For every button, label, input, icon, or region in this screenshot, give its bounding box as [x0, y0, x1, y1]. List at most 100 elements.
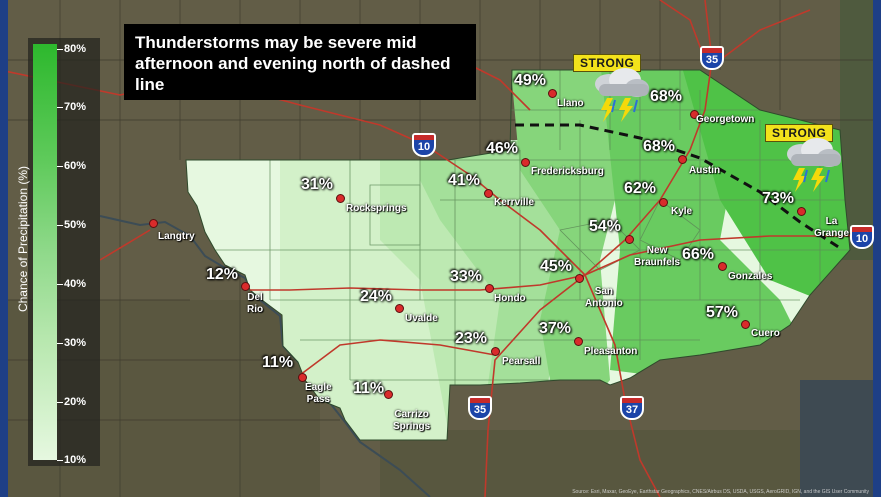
pearsall-city-marker [491, 347, 500, 356]
kyle-city-label: Kyle [671, 206, 693, 217]
legend-label-70: 70% [64, 101, 87, 113]
legend-label-40: 40% [64, 278, 87, 290]
del-rio-city-marker [241, 282, 250, 291]
strong-storm-badge-east: STRONG [765, 124, 834, 142]
carrizo-springs-city-marker [384, 390, 393, 399]
headline-line-3: line [135, 75, 165, 94]
legend-tick [57, 49, 63, 50]
cuero-city-marker [741, 320, 750, 329]
us90-highway [250, 274, 586, 291]
headline-line-1: Thunderstorms may be severe mid [135, 33, 417, 52]
legend-tick [57, 343, 63, 344]
pearsall-city-label: Pearsall [502, 356, 541, 367]
strong-storm-badge-north: STRONG [573, 54, 642, 72]
san-antonio-city-marker [575, 274, 584, 283]
kyle-precip-percent: 62% [624, 180, 657, 197]
fredericksburg-city-label: Fredericksburg [531, 166, 604, 177]
rocksprings-city-marker [336, 194, 345, 203]
austin-city-marker [678, 155, 687, 164]
region-county-lines [190, 70, 850, 385]
hondo-city-label: Hondo [494, 293, 526, 304]
interstate-10-east-shield: 10 [850, 225, 874, 249]
fredericksburg-city-marker [521, 158, 530, 167]
legend-tick [57, 225, 63, 226]
legend-tick [57, 460, 63, 461]
interstate-35-south-shield: 35 [468, 396, 492, 420]
carrizo-springs-precip-percent: 11% [353, 380, 385, 397]
georgetown-city-marker [690, 110, 699, 119]
gonzales-city-label: Gonzales [728, 271, 773, 282]
gonzales-city-marker [718, 262, 727, 271]
headline-box: Thunderstorms may be severe mid afternoo… [124, 24, 476, 100]
pleasanton-city-label: Pleasanton [584, 346, 638, 357]
legend-tick [57, 166, 63, 167]
kerrville-city-marker [484, 189, 493, 198]
llano-precip-percent: 49% [514, 72, 547, 89]
frame-edge-left [0, 0, 8, 497]
kerrville-precip-percent: 41% [448, 172, 481, 189]
us57-highway [299, 339, 496, 376]
frame-edge-right [873, 0, 881, 497]
hondo-city-marker [485, 284, 494, 293]
eagle-pass-precip-percent: 11% [262, 354, 294, 371]
thunderstorm-icon [787, 138, 841, 192]
severe-boundary-dashed-line [515, 123, 841, 250]
llano-city-marker [548, 89, 557, 98]
interstate-37-shield: 37 [620, 396, 644, 420]
uvalde-city-label: Uvalde [405, 313, 438, 324]
legend-label-10: 10% [64, 454, 87, 466]
precipitation-legend: 80% 70% 60% 50% 40% 30% 20% 10% [28, 38, 100, 466]
pleasanton-city-marker [574, 337, 583, 346]
georgetown-precip-percent: 68% [650, 88, 683, 105]
cuero-precip-percent: 57% [706, 304, 739, 321]
map-source-credit: Source: Esri, Maxar, GeoEye, Earthstar G… [572, 489, 869, 495]
langtry-city-marker [149, 219, 158, 228]
pearsall-precip-percent: 23% [455, 330, 488, 347]
kerrville-city-label: Kerrville [494, 197, 535, 208]
legend-title: Chance of Precipitation (%) [16, 165, 30, 313]
interstate-10-west-shield: 10 [412, 133, 436, 157]
legend-color-bar [33, 44, 57, 460]
i37-highway [584, 274, 661, 497]
region-outline [185, 69, 851, 441]
new-braunfels-city-marker [625, 235, 634, 244]
fredericksburg-precip-percent: 46% [486, 140, 519, 157]
uvalde-city-marker [395, 304, 404, 313]
la-grange-precip-percent: 73% [762, 190, 795, 207]
hondo-precip-percent: 33% [450, 268, 483, 285]
interstate-35-north-shield: 35 [700, 46, 724, 70]
legend-label-30: 30% [64, 337, 87, 349]
llano-city-label: Llano [557, 98, 584, 109]
georgetown-city-label: Georgetown [696, 114, 755, 125]
la-grange-city-marker [797, 207, 806, 216]
gulf-water [800, 380, 881, 497]
gonzales-precip-percent: 66% [682, 246, 715, 263]
san-antonio-precip-percent: 45% [540, 258, 573, 275]
cuero-city-label: Cuero [751, 328, 780, 339]
rocksprings-city-label: Rocksprings [346, 203, 407, 214]
eagle-pass-city-marker [298, 373, 307, 382]
rio-grande-river [99, 215, 431, 497]
langtry-city-label: Langtry [158, 231, 195, 242]
terrain-south [380, 430, 880, 497]
pleasanton-precip-percent: 37% [539, 320, 572, 337]
legend-tick [57, 402, 63, 403]
legend-label-80: 80% [64, 43, 87, 55]
legend-tick [57, 107, 63, 108]
rocksprings-precip-percent: 31% [301, 176, 334, 193]
uvalde-precip-percent: 24% [360, 288, 393, 305]
legend-tick [57, 284, 63, 285]
us90-highway-west [99, 229, 151, 261]
legend-label-20: 20% [64, 396, 87, 408]
legend-label-50: 50% [64, 219, 87, 231]
thunderstorm-icon [595, 68, 649, 122]
austin-city-label: Austin [689, 165, 721, 176]
kyle-city-marker [659, 198, 668, 207]
legend-label-60: 60% [64, 160, 87, 172]
headline-line-2: afternoon and evening north of dashed [135, 54, 451, 73]
